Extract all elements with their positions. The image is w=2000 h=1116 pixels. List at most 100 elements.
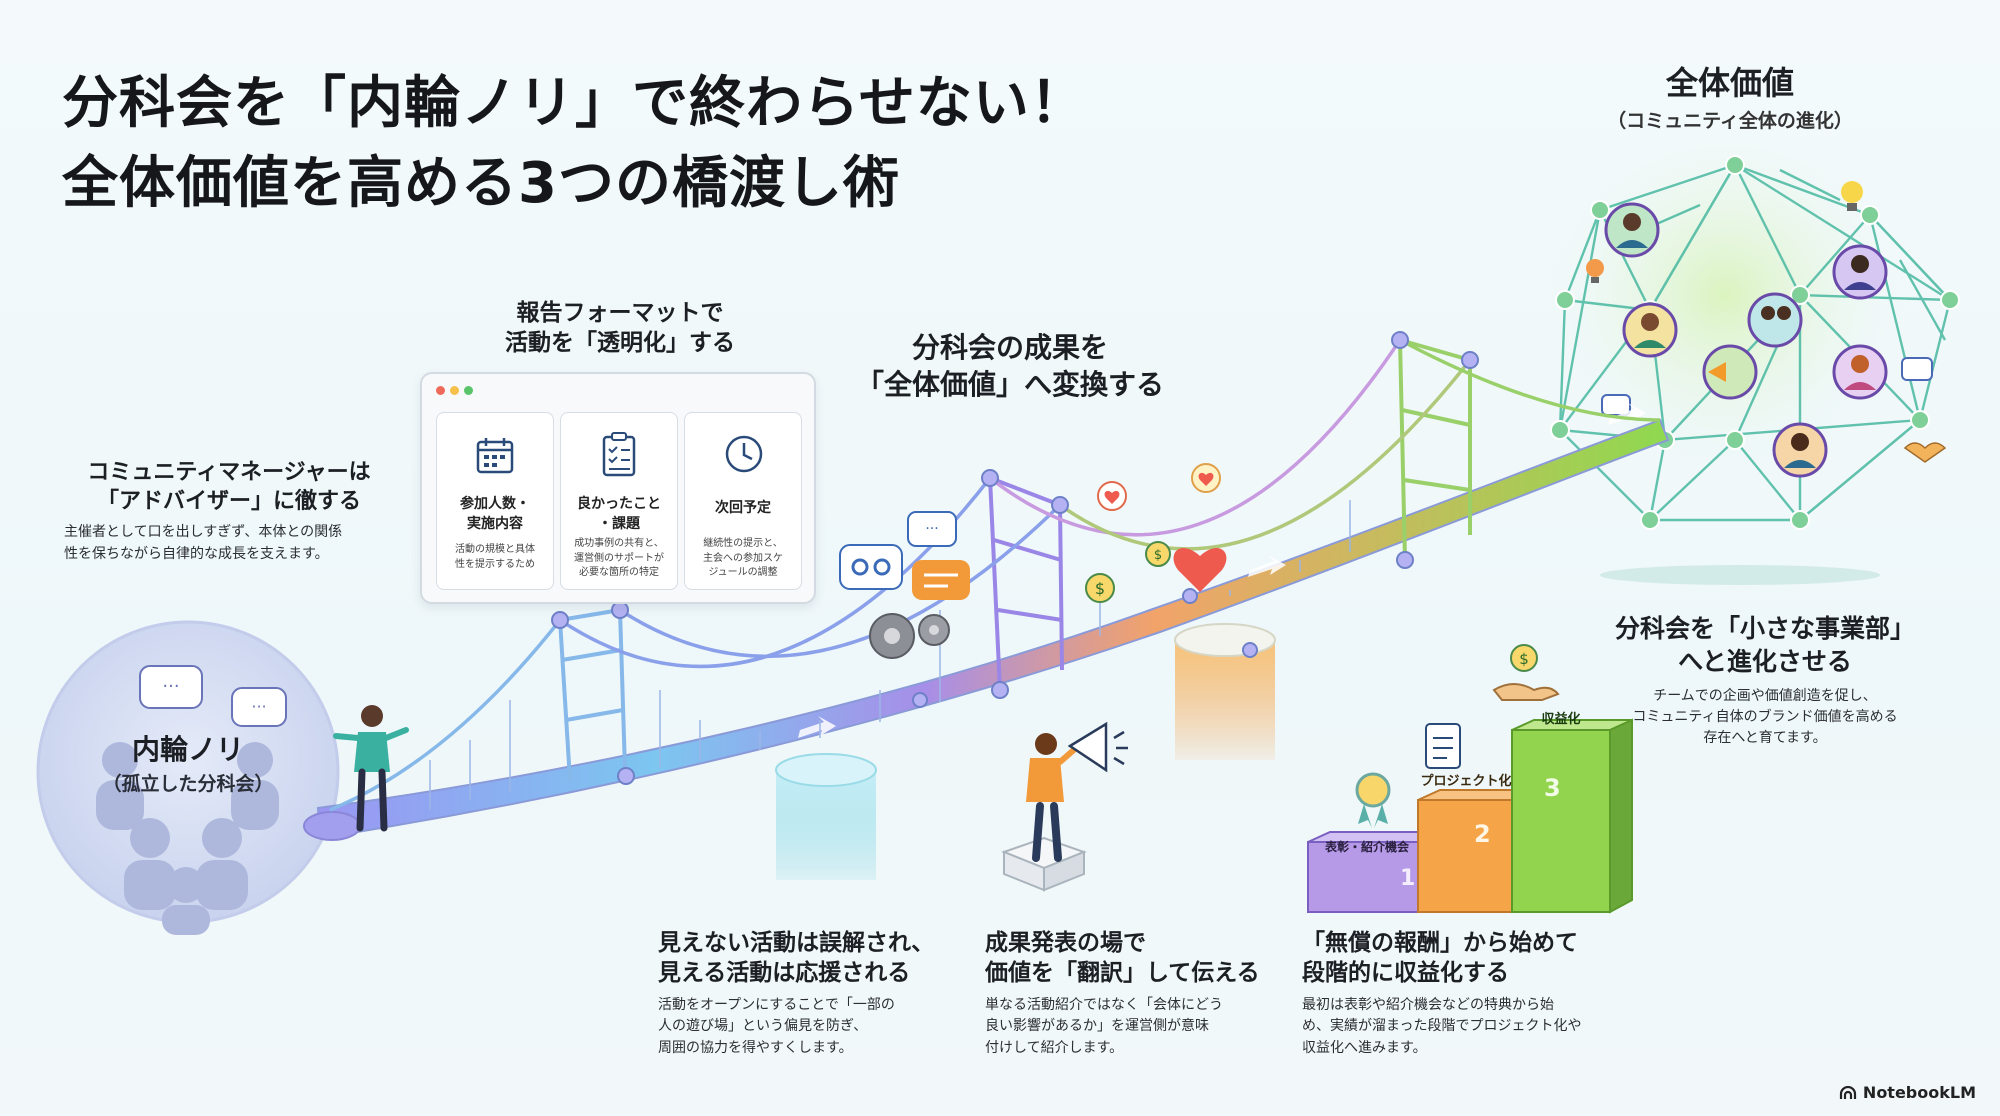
chat-bubble-icon: ··· bbox=[907, 511, 970, 600]
award-medal-icon bbox=[1355, 772, 1391, 828]
step-1-number: 1 bbox=[1400, 866, 1416, 891]
card-title-line: 参加人数・ bbox=[460, 496, 530, 512]
small-business-body-line-3: 存在へと育てます。 bbox=[1703, 730, 1827, 746]
gears-bubble-icon bbox=[839, 544, 903, 590]
speech-bubble-icon bbox=[1601, 357, 1933, 416]
inner-circle-label: 内輪ノリ （孤立した分科会） bbox=[88, 732, 288, 796]
clipboard-icon bbox=[1425, 723, 1461, 769]
notebooklm-logo-icon bbox=[1839, 1085, 1857, 1099]
reward-block: 「無償の報酬」から始めて 段階的に収益化する 最初は表彰や紹介機会などの特典から… bbox=[1302, 928, 1632, 1060]
advisor-block: コミュニティマネージャーは 「アドバイザー」に徹する 主催者として口を出しすぎず… bbox=[64, 458, 394, 565]
card-title-line: 良かったこと bbox=[577, 496, 661, 512]
small-business-block: 分科会を「小さな事業部」 へと進化させる チームでの企画や価値創造を促し、 コミ… bbox=[1600, 612, 1930, 749]
presenter-person bbox=[1001, 733, 1087, 892]
report-format-heading-line-1: 報告フォーマットで bbox=[516, 300, 724, 326]
small-business-heading-line-2: へと進化させる bbox=[1678, 647, 1852, 676]
convert-heading-line-1: 分科会の成果を bbox=[911, 331, 1108, 364]
megaphone-small-icon bbox=[1708, 362, 1726, 382]
clock-icon bbox=[725, 435, 763, 473]
window-dot-red bbox=[436, 386, 445, 395]
megaphone-icon bbox=[1067, 721, 1128, 773]
notebooklm-brand: NotebookLM bbox=[1839, 1083, 1976, 1102]
title-line-2: 全体価値を高める3つの橋渡し術 bbox=[62, 151, 900, 216]
reward-heading-line-2: 段階的に収益化する bbox=[1302, 960, 1509, 987]
report-card-next-plan: 次回予定 継続性の提示と、 主会への参加スケ ジュールの調整 bbox=[684, 412, 802, 590]
calendar-icon bbox=[476, 438, 514, 474]
svg-text:$: $ bbox=[1154, 548, 1162, 563]
stairs bbox=[1307, 718, 1633, 914]
bridge-pier-2 bbox=[1174, 623, 1276, 760]
report-card-participants: 参加人数・ 実施内容 活動の規模と具体 性を提示するため bbox=[436, 412, 554, 590]
dollar-coin-icon: $ $ bbox=[1085, 541, 1171, 603]
translate-body-line-1: 単なる活動紹介ではなく「会体にどう bbox=[985, 996, 1223, 1013]
convert-heading-line-2: 「全体価値」へ変換する bbox=[855, 367, 1164, 401]
advisor-body-line-1: 主催者として口を出しすぎず、本体との関係 bbox=[64, 524, 343, 541]
reward-body-line-3: 収益化へ進みます。 bbox=[1302, 1040, 1427, 1057]
translate-block: 成果発表の場で 価値を「翻訳」して伝える 単なる活動紹介ではなく「会体にどう 良… bbox=[985, 928, 1285, 1060]
window-dot-yellow bbox=[450, 386, 459, 395]
card-title-line: 実施内容 bbox=[467, 515, 523, 532]
brand-label: NotebookLM bbox=[1862, 1083, 1976, 1102]
card-title-line: ・課題 bbox=[598, 515, 640, 532]
card-body-line: 主会への参加スケ bbox=[703, 552, 783, 564]
card-body-line: ジュールの調整 bbox=[708, 567, 778, 578]
visible-body-line-3: 周囲の協力を得やすくします。 bbox=[658, 1040, 853, 1057]
visible-heading-line-1: 見えない活動は誤解され、 bbox=[658, 930, 935, 956]
lightbulb-icon-2 bbox=[1586, 259, 1604, 283]
report-format-heading-line-2: 活動を「透明化」する bbox=[505, 330, 735, 357]
title-line-1: 分科会を「内輪ノリ」で終わらせない！ bbox=[62, 71, 1087, 136]
community-network bbox=[1535, 115, 1960, 585]
reward-body-line-1: 最初は表彰や紹介機会などの特典から始 bbox=[1302, 996, 1554, 1013]
community-value-subtitle: （コミュニティ全体の進化） bbox=[1607, 110, 1853, 133]
svg-text:$: $ bbox=[1095, 579, 1105, 598]
card-body-line: 活動の規模と具体 bbox=[455, 544, 535, 555]
translate-heading-line-1: 成果発表の場で bbox=[985, 930, 1146, 956]
advisor-person bbox=[333, 705, 409, 832]
inner-circle-subtitle: （孤立した分科会） bbox=[102, 772, 274, 795]
card-body-line: 成功事例の共有と、 bbox=[574, 538, 664, 549]
network-avatars bbox=[1604, 202, 1888, 478]
advisor-heading-line-1: コミュニティマネージャーは bbox=[87, 460, 371, 485]
card-title-line: 次回予定 bbox=[715, 500, 771, 516]
report-card-good-issues: 良かったこと ・課題 成功事例の共有と、 運営側のサポートが 必要な箇所の特定 bbox=[560, 412, 678, 590]
small-business-heading-line-1: 分科会を「小さな事業部」 bbox=[1614, 614, 1915, 643]
translate-body-line-3: 付けして紹介します。 bbox=[985, 1040, 1124, 1057]
lightbulb-icon bbox=[1841, 181, 1863, 211]
step-1-label: 表彰・紹介機会 bbox=[1324, 840, 1409, 854]
report-format-window: 参加人数・ 実施内容 活動の規模と具体 性を提示するため 良かったこと ・課題 … bbox=[420, 372, 816, 604]
step-2-number: 2 bbox=[1474, 820, 1491, 848]
visible-block: 見えない活動は誤解され、 見える活動は応援される 活動をオープンにすることで「一… bbox=[658, 928, 978, 1060]
inner-circle: ··· ··· bbox=[36, 620, 340, 935]
card-body-line: 必要な箇所の特定 bbox=[579, 567, 659, 578]
convert-heading: 分科会の成果を 「全体価値」へ変換する bbox=[820, 330, 1200, 404]
advisor-body-line-2: 性を保ちながら自律的な成長を支えます。 bbox=[64, 545, 329, 562]
checklist-icon bbox=[602, 432, 636, 477]
step-3-label: 収益化 bbox=[1541, 712, 1581, 727]
reward-body-line-2: め、実績が溜まった段階でプロジェクト化や bbox=[1302, 1018, 1582, 1035]
window-dot-green bbox=[464, 386, 473, 395]
gear-icon bbox=[869, 613, 950, 659]
hand-coin-icon: $ bbox=[1492, 644, 1560, 701]
visible-body-line-1: 活動をオープンにすることで「一部の bbox=[658, 996, 895, 1013]
card-body-line: 性を提示するため bbox=[455, 558, 535, 570]
step-2-label: プロジェクト化 bbox=[1420, 774, 1512, 789]
reward-heading-line-1: 「無償の報酬」から始めて bbox=[1302, 930, 1578, 956]
advisor-heading-line-2: 「アドバイザー」に徹する bbox=[96, 489, 361, 515]
heart-icon bbox=[1097, 463, 1227, 592]
svg-text:···: ··· bbox=[251, 697, 266, 716]
community-value-heading: 全体価値 （コミュニティ全体の進化） bbox=[1600, 62, 1860, 133]
translate-body-line-2: 良い影響があるか」を運営側が意味 bbox=[985, 1018, 1209, 1035]
small-business-body-line-1: チームでの企画や価値創造を促し、 bbox=[1653, 688, 1877, 704]
handshake-icon bbox=[1903, 442, 1947, 463]
small-business-body-line-2: コミュニティ自体のブランド価値を高める bbox=[1632, 709, 1898, 725]
visible-heading-line-2: 見える活動は応援される bbox=[658, 960, 911, 987]
community-value-title: 全体価値 bbox=[1665, 64, 1794, 102]
step-3-number: 3 bbox=[1544, 774, 1561, 802]
visible-body-line-2: 人の遊び場」という偏見を防ぎ、 bbox=[658, 1018, 868, 1035]
svg-text:$: $ bbox=[1519, 650, 1529, 668]
card-body-line: 運営側のサポートが bbox=[574, 552, 664, 564]
svg-text:···: ··· bbox=[162, 676, 179, 697]
bridge-deck bbox=[303, 403, 1670, 841]
svg-text:···: ··· bbox=[925, 521, 938, 537]
